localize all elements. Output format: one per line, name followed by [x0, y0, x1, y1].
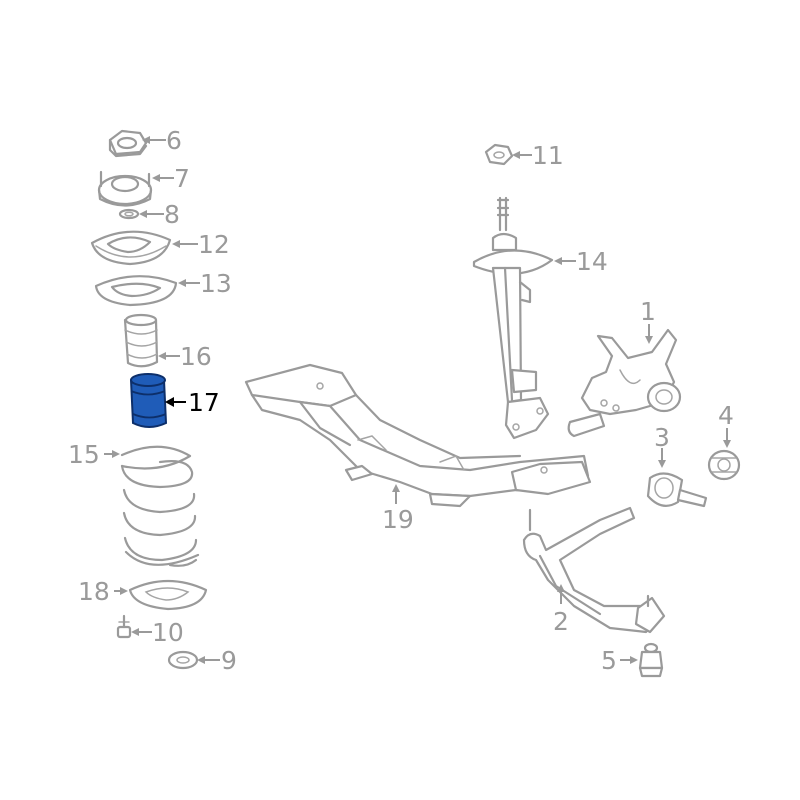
part-1-steering-knuckle[interactable]: [567, 328, 682, 438]
part-11-nut[interactable]: [484, 143, 514, 166]
label-6: 6: [166, 126, 182, 155]
callout-15: 15: [68, 440, 120, 469]
callout-13: 13: [178, 269, 232, 298]
callout-2: 2: [553, 584, 569, 636]
callout-4: 4: [718, 401, 734, 448]
part-10-bolt[interactable]: [116, 614, 132, 639]
callout-10: 10: [131, 618, 184, 647]
part-4-bushing[interactable]: [707, 449, 741, 481]
label-8: 8: [164, 200, 180, 229]
label-4: 4: [718, 401, 734, 430]
callout-1: 1: [640, 297, 656, 344]
label-1: 1: [640, 297, 656, 326]
label-5: 5: [601, 646, 617, 675]
part-5-ball-joint[interactable]: [638, 642, 664, 678]
part-7-strut-mount[interactable]: [97, 170, 153, 207]
callout-14: 14: [554, 247, 608, 276]
callout-12: 12: [172, 230, 230, 259]
label-12: 12: [198, 230, 230, 259]
label-3: 3: [654, 423, 670, 452]
part-18-lower-spring-pad[interactable]: [128, 579, 208, 611]
part-8-washer[interactable]: [118, 208, 140, 220]
callout-19: 19: [382, 484, 414, 534]
callout-18: 18: [78, 577, 128, 606]
label-10: 10: [152, 618, 184, 647]
label-15: 15: [68, 440, 100, 469]
label-11: 11: [532, 141, 564, 170]
part-6-nut[interactable]: [108, 129, 148, 158]
part-14-strut[interactable]: [472, 196, 554, 440]
label-17: 17: [188, 388, 220, 417]
label-9: 9: [221, 646, 237, 675]
callout-8: 8: [139, 200, 180, 229]
callout-3: 3: [654, 423, 670, 468]
part-9-washer[interactable]: [167, 650, 199, 670]
part-17-dust-boot[interactable]: [129, 373, 168, 428]
label-16: 16: [180, 342, 212, 371]
part-12-upper-spring-seat[interactable]: [90, 230, 172, 266]
part-16-bump-stop[interactable]: [123, 313, 159, 368]
label-13: 13: [200, 269, 232, 298]
label-7: 7: [174, 164, 190, 193]
part-15-coil-spring[interactable]: [120, 445, 200, 567]
part-3-bushing[interactable]: [646, 472, 708, 508]
label-19: 19: [382, 505, 414, 534]
callout-6: 6: [142, 126, 182, 155]
callout-9: 9: [197, 646, 237, 675]
callout-17: 17: [165, 388, 220, 417]
callout-5: 5: [601, 646, 638, 675]
label-18: 18: [78, 577, 110, 606]
part-13-spring-pad[interactable]: [94, 275, 178, 307]
callout-7: 7: [152, 164, 190, 193]
part-2-control-arm[interactable]: [522, 506, 666, 634]
callout-11: 11: [512, 141, 564, 170]
label-2: 2: [553, 607, 569, 636]
callout-16: 16: [158, 342, 212, 371]
label-14: 14: [576, 247, 608, 276]
part-19-subframe[interactable]: [244, 363, 592, 508]
